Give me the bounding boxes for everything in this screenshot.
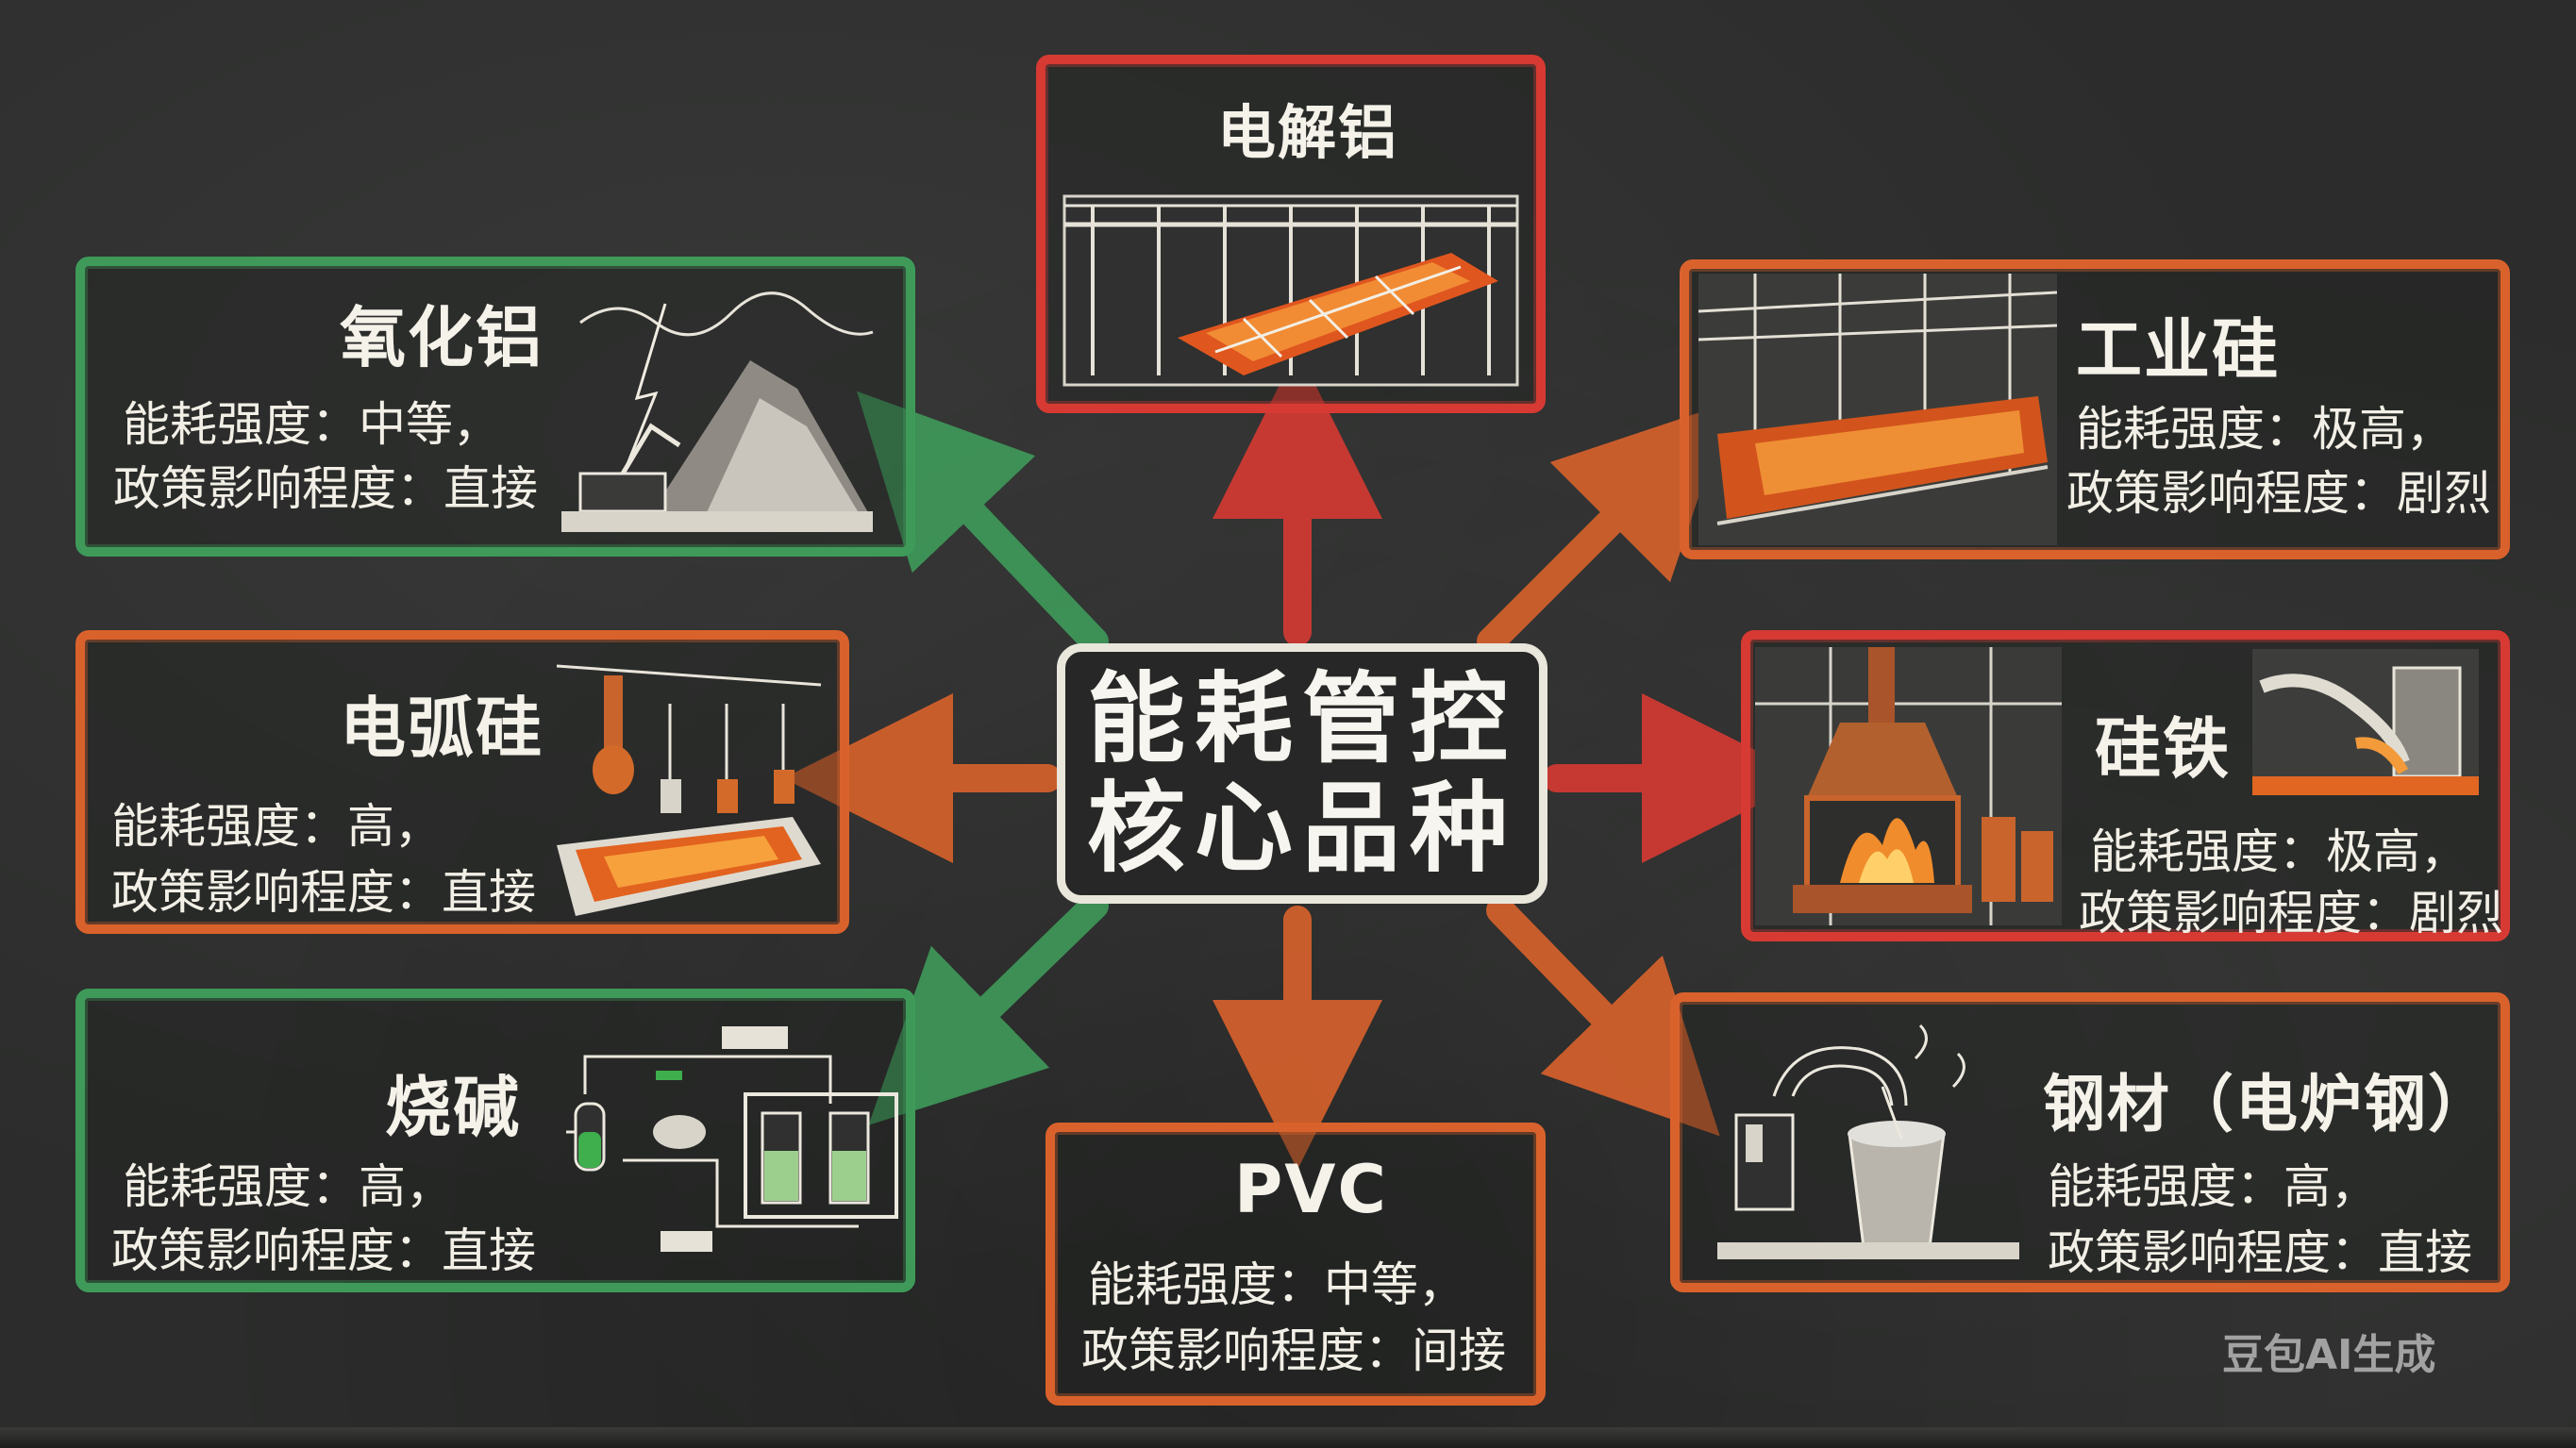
molten-pour-icon: [2252, 649, 2479, 795]
node-policy-impact: 政策影响程度：剧烈: [2066, 466, 2491, 521]
arrow-to-shaojian: [868, 891, 1109, 1125]
board-frame-edge: [0, 1427, 2576, 1448]
ai-watermark: 豆包AI生成: [2222, 1331, 2436, 1379]
node-title: 电解铝: [1217, 98, 1399, 167]
node-policy-impact: 政策影响程度：间接: [1081, 1323, 1506, 1378]
node-pvc: PVC 能耗强度：中等， 政策影响程度：间接: [1045, 1123, 1546, 1406]
node-energy-intensity: 能耗强度：极高，: [2076, 402, 2453, 457]
arrow-to-gongyegui: [1477, 402, 1731, 656]
node-gongyegui: 工业硅 能耗强度：极高， 政策影响程度：剧烈: [1680, 259, 2510, 559]
node-energy-intensity: 能耗强度：高，: [2048, 1159, 2378, 1214]
node-title: 硅铁: [2095, 710, 2231, 788]
node-energy-intensity: 能耗强度：中等，: [1088, 1257, 1465, 1312]
node-policy-impact: 政策影响程度：直接: [2048, 1225, 2472, 1280]
node-dianhugui: 电弧硅 能耗强度：高， 政策影响程度：直接: [75, 630, 849, 934]
arrow-to-yanghualv: [857, 391, 1109, 656]
node-title: 钢材（电炉钢）: [2043, 1068, 2492, 1140]
node-title: 烧碱: [385, 1069, 521, 1146]
arrow-to-gangcai: [1486, 896, 1720, 1137]
node-policy-impact: 政策影响程度：直接: [113, 461, 538, 516]
center-title-line2: 核心品种: [1086, 771, 1517, 886]
node-title: 电弧硅: [340, 690, 544, 767]
node-title: PVC: [1234, 1151, 1388, 1228]
node-shaojian: 烧碱 能耗强度：高， 政策影响程度：直接: [75, 989, 915, 1292]
center-title-line1: 能耗管控: [1086, 661, 1517, 776]
electrolysis-cell-icon: [1062, 194, 1519, 387]
smelting-furnace-icon: [1755, 647, 2062, 925]
node-energy-intensity: 能耗强度：极高，: [2090, 824, 2467, 879]
node-guitie: 硅铁 能耗强度：极高， 政策影响程度：剧烈: [1741, 630, 2510, 941]
electrolyzer-plant-icon: [566, 1026, 898, 1252]
node-yanghualv: 氧化铝 能耗强度：中等， 政策影响程度：直接: [75, 257, 915, 557]
node-gangcai: 钢材（电炉钢） 能耗强度：高， 政策影响程度：直接: [1670, 992, 2510, 1292]
center-node: 能耗管控 核心品种: [1057, 643, 1547, 904]
node-policy-impact: 政策影响程度：直接: [111, 1223, 536, 1278]
node-policy-impact: 政策影响程度：剧烈: [2079, 886, 2503, 940]
node-title: 工业硅: [2076, 311, 2280, 389]
node-policy-impact: 政策影响程度：直接: [111, 865, 536, 920]
arc-furnace-icon: [556, 664, 822, 916]
node-energy-intensity: 能耗强度：高，: [111, 799, 442, 854]
steel-furnace-icon: [1717, 1024, 2019, 1259]
mine-excavator-icon: [561, 291, 874, 532]
node-title: 氧化铝: [340, 299, 544, 376]
node-energy-intensity: 能耗强度：中等，: [123, 397, 500, 452]
node-energy-intensity: 能耗强度：高，: [123, 1159, 453, 1214]
node-dianjielv: 电解铝: [1036, 55, 1546, 413]
furnace-hall-icon: [1698, 274, 2057, 545]
